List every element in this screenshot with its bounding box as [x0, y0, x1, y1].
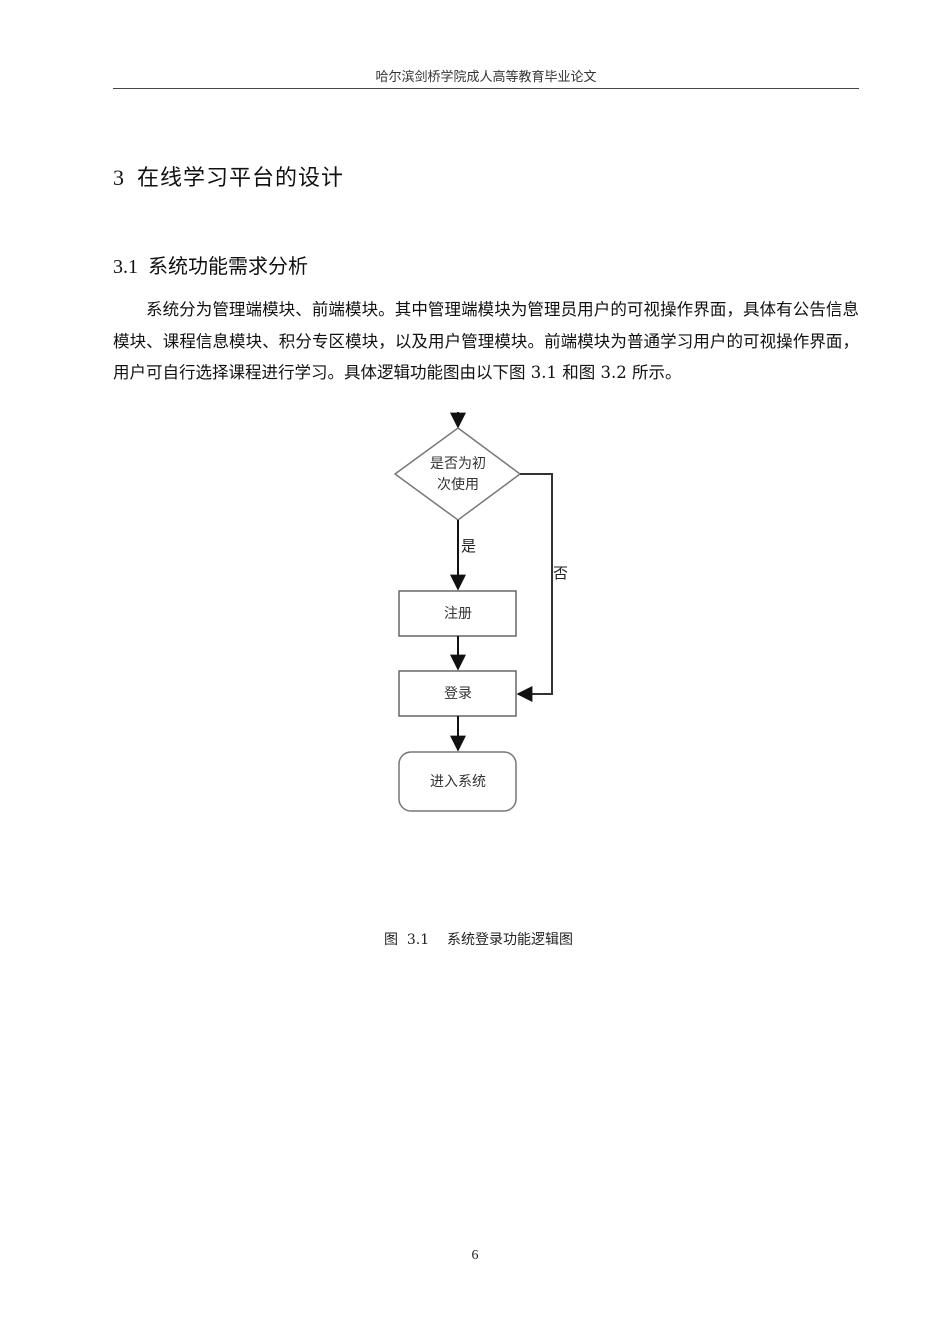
- decision-label-line2: 次使用: [437, 476, 479, 493]
- login-node: [398, 670, 517, 717]
- body-paragraph: 系统分为管理端模块、前端模块。其中管理端模块为管理员用户的可视操作界面，具体有公…: [113, 300, 859, 382]
- figure-caption: 图 3.1 系统登录功能逻辑图: [384, 932, 573, 948]
- register-node: [398, 590, 517, 637]
- running-header: 哈尔滨剑桥学院成人高等教育毕业论文: [375, 70, 597, 85]
- chapter-number: 3: [113, 165, 125, 190]
- section-heading: 3.1 系统功能需求分析: [113, 250, 308, 279]
- no-label: 否: [553, 564, 568, 582]
- enter-system-label: 进入系统: [430, 774, 486, 790]
- enter-system-node: [398, 751, 517, 812]
- chapter-heading: 3 在线学习平台的设计: [113, 160, 344, 192]
- section-title: 系统功能需求分析: [148, 254, 308, 278]
- decision-label-line1: 是否为初: [430, 455, 486, 472]
- decision-node: [393, 427, 522, 521]
- header-rule: [113, 88, 859, 89]
- register-label: 注册: [444, 606, 472, 622]
- login-label: 登录: [444, 686, 472, 702]
- page-number: 6: [471, 1248, 479, 1263]
- yes-label: 是: [461, 537, 476, 555]
- section-number: 3.1: [113, 256, 138, 278]
- chapter-title: 在线学习平台的设计: [137, 166, 345, 191]
- no-arrow: [516, 473, 553, 702]
- login-flowchart: 是否为初 次使用 是 否 注册 登录 进入系统: [370, 410, 590, 830]
